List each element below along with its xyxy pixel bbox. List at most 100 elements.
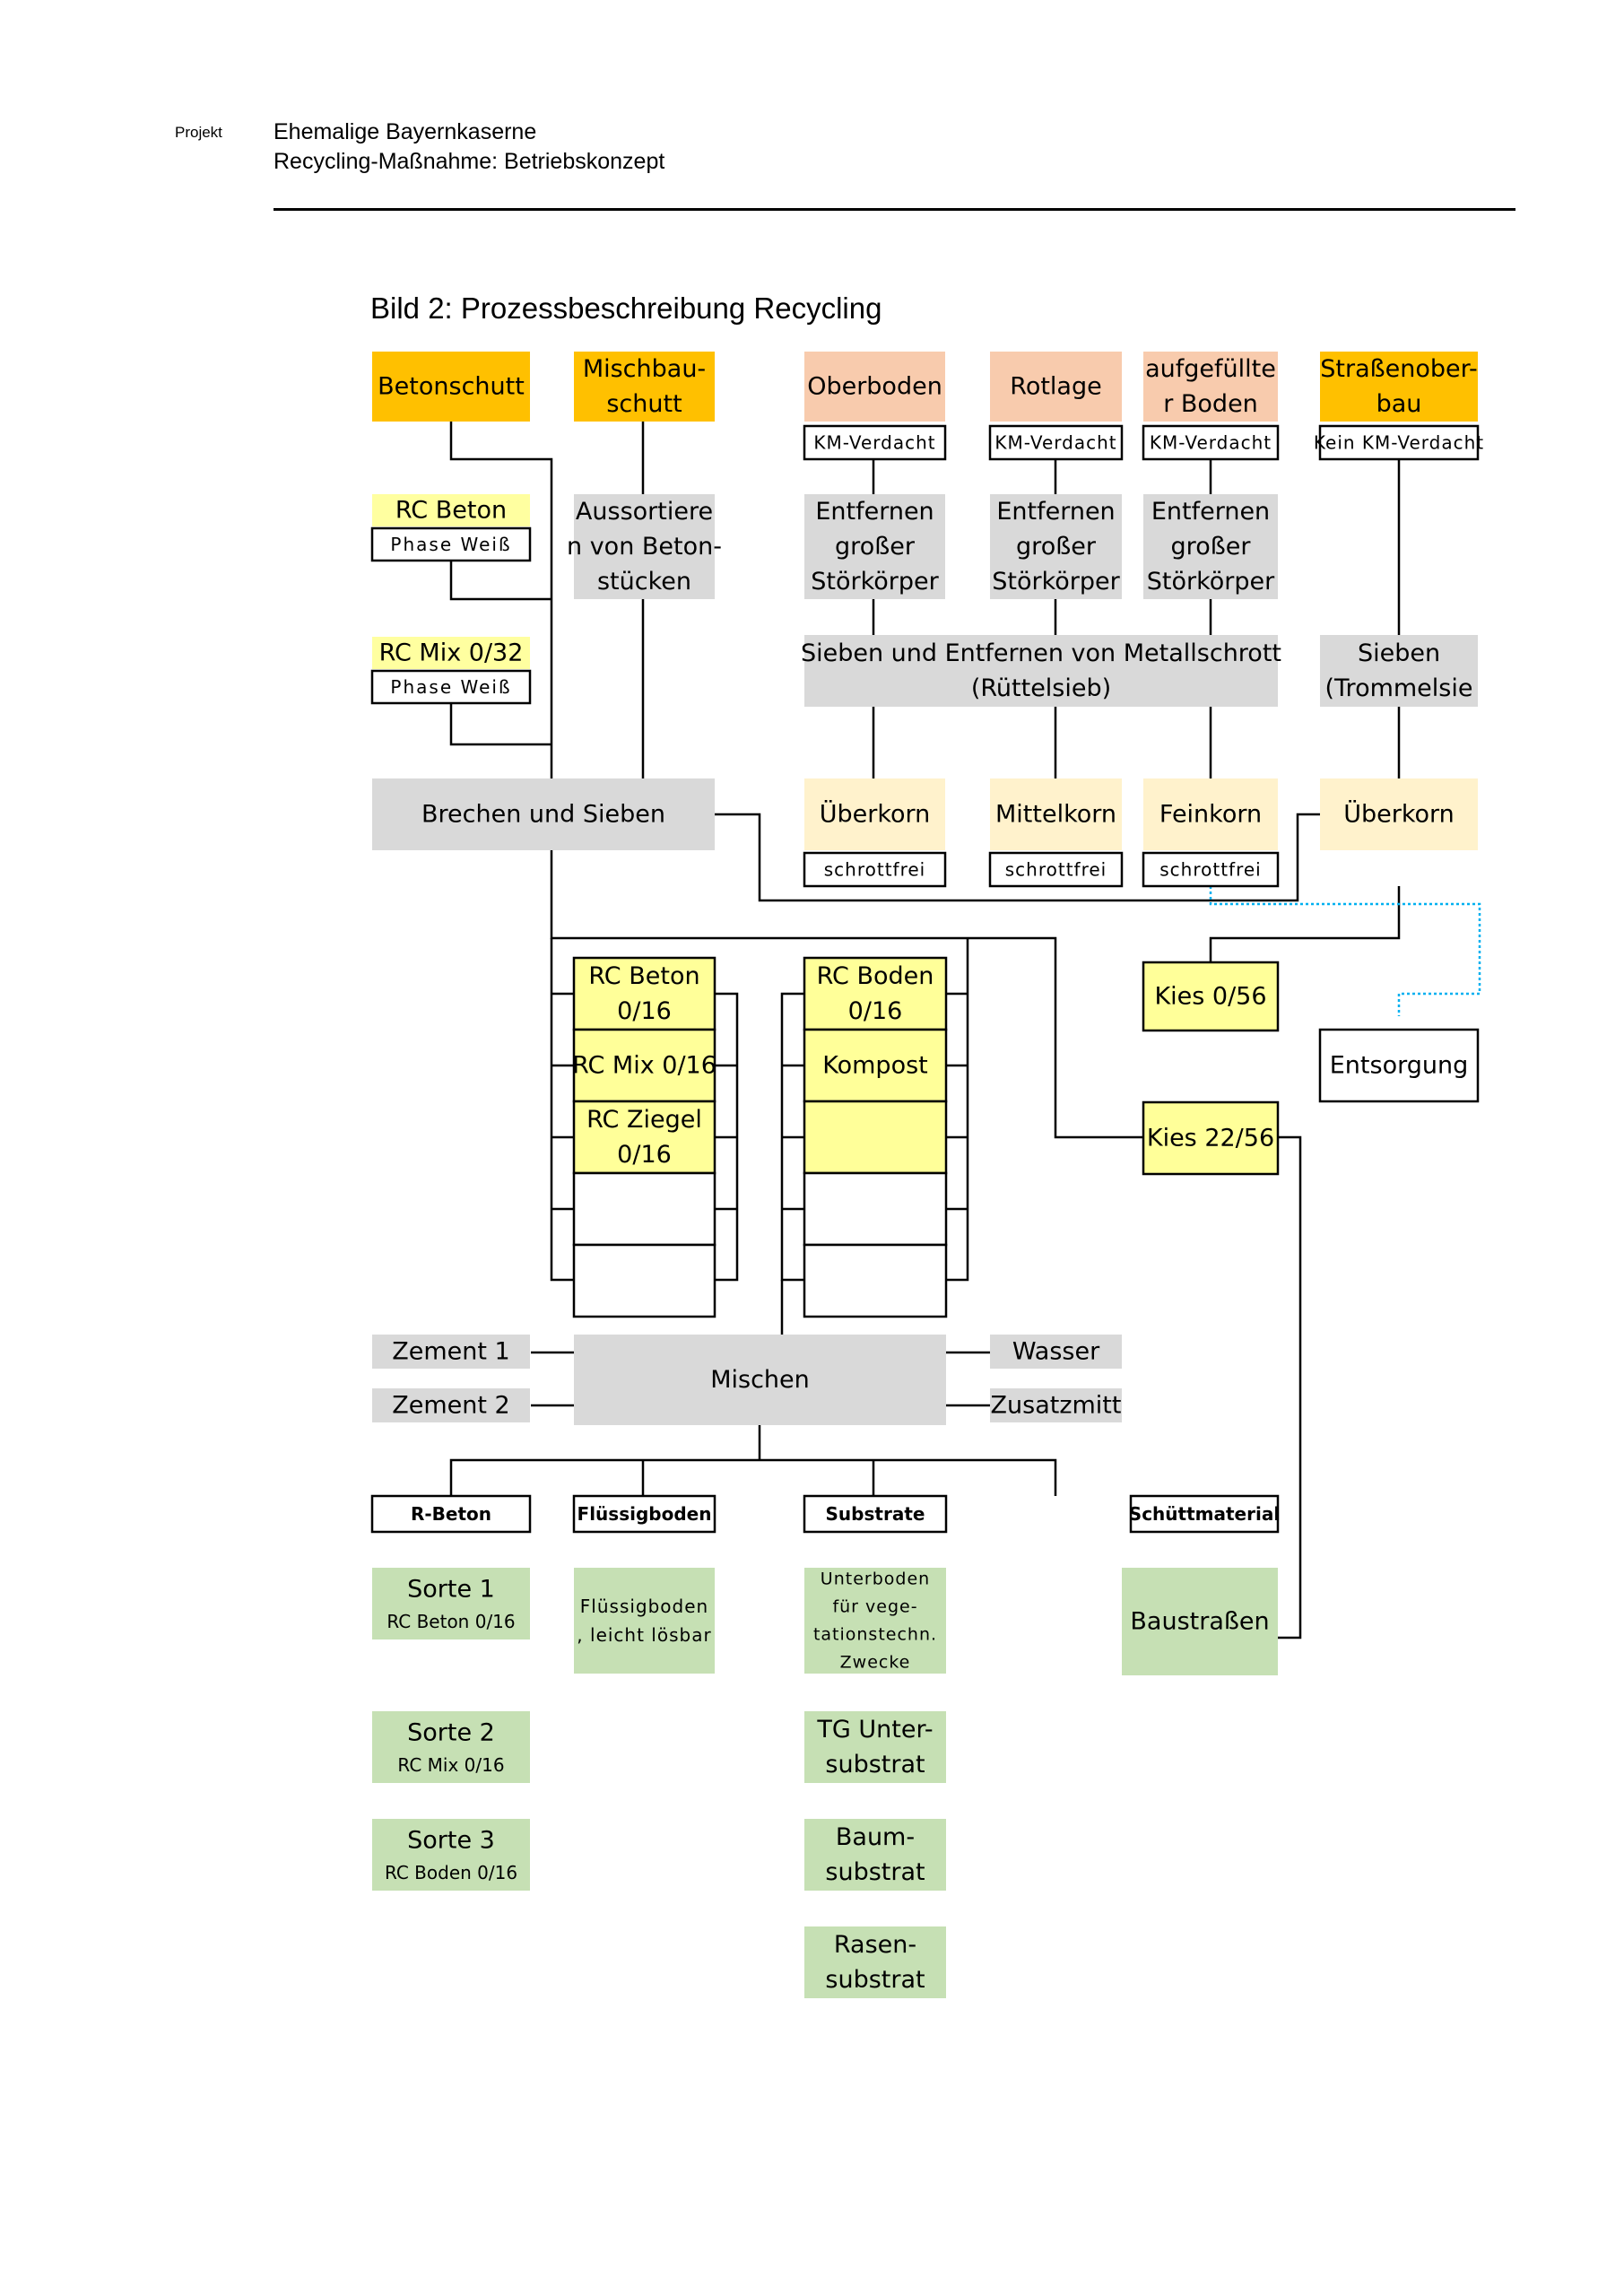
output-sorte-2: Sorte 2 RC Mix 0/16 <box>372 1711 530 1783</box>
connector-44 <box>449 1458 1057 1496</box>
source-mischbauschutt-label-1: Mischbau- <box>583 355 706 383</box>
input-zement-2-label: Zement 2 <box>392 1392 509 1420</box>
output-fluessigboden-label-2: , leicht lösbar <box>577 1624 711 1646</box>
figure-title: Bild 2: Prozessbeschreibung Recycling <box>370 291 882 325</box>
process-entfernen-1-label-1: Entfernen <box>815 498 934 526</box>
process-ruettelsieb-label-1: Sieben und Entfernen von Metallschrott <box>801 639 1281 667</box>
tag-schrottfrei-3: schrottfrei <box>1142 851 1280 888</box>
tag-schrottfrei-2-label: schrottfrei <box>1005 859 1107 881</box>
tag-schrottfrei-3-label: schrottfrei <box>1159 859 1261 881</box>
input-zement-2: Zement 2 <box>372 1388 530 1422</box>
output-unterboden-label-2: für vege- <box>832 1597 917 1617</box>
tag-km-verdacht-2-label: KM-Verdacht <box>994 432 1116 454</box>
process-entfernen-2-label-1: Entfernen <box>996 498 1115 526</box>
output-unterboden-label-3: tationstechn. <box>813 1625 937 1645</box>
source-aufgefuellter-boden-label-1: aufgefüllte <box>1145 355 1276 383</box>
input-zement-1-label: Zement 1 <box>392 1338 509 1366</box>
connector-lines <box>449 422 1481 1639</box>
connector-29 <box>946 938 969 1282</box>
connector-47 <box>1278 1135 1302 1639</box>
process-aussortieren-label-2: n von Beton- <box>567 533 722 561</box>
tag-km-verdacht-2: KM-Verdacht <box>988 424 1124 461</box>
process-mischen: Mischen <box>574 1335 946 1425</box>
process-entfernen-3-label-3: Störkörper <box>1147 568 1275 596</box>
project-subtitle: Recycling-Maßnahme: Betriebskonzept <box>274 149 665 174</box>
silo-rc-ziegel-016-label-2: 0/16 <box>617 1141 672 1169</box>
stock-kies-056: Kies 0/56 <box>1142 961 1280 1032</box>
silo-rc-boden-016-label-1: RC Boden <box>817 962 934 990</box>
source-strassenoberbau-label-1: Straßenober- <box>1320 355 1478 383</box>
tag-schrottfrei-1-label: schrottfrei <box>824 859 925 881</box>
silo-empty-1 <box>572 1171 716 1247</box>
output-baumsubstrat-label-2: substrat <box>825 1858 925 1886</box>
process-trommelsieb-label-1: Sieben <box>1358 639 1440 667</box>
silo-empty-5 <box>803 1243 948 1318</box>
silo-kompost-label: Kompost <box>822 1052 928 1080</box>
tag-km-verdacht-1: KM-Verdacht <box>803 424 947 461</box>
product-schuettmaterial-label: Schüttmaterial <box>1129 1503 1280 1525</box>
silo-empty-2 <box>572 1243 716 1318</box>
process-entfernen-1-label-3: Störkörper <box>811 568 939 596</box>
connector-1 <box>449 422 553 778</box>
tag-phase-weiss-1: Phase Weiß <box>370 526 532 562</box>
output-tg-untersubstrat: TG Unter-substrat <box>804 1711 946 1783</box>
fraction-ueberkorn-1: Überkorn <box>804 778 945 850</box>
silo-rc-boden-016: RC Boden 0/16 <box>803 956 948 1031</box>
tag-kein-km-verdacht-label: Kein KM-Verdacht <box>1314 432 1484 454</box>
tag-phase-weiss-1-label: Phase Weiß <box>390 534 511 555</box>
fraction-ueberkorn-2: Überkorn <box>1320 778 1478 850</box>
product-r-beton: R-Beton <box>370 1494 532 1534</box>
process-brechen-sieben: Brechen und Sieben <box>372 778 715 850</box>
connector-17 <box>715 813 1320 902</box>
product-fluessigboden-label: Flüssigboden <box>578 1503 712 1525</box>
connector-2 <box>449 561 551 601</box>
silo-kompost: Kompost <box>803 1028 948 1103</box>
silo-empty-3 <box>803 1100 948 1175</box>
output-sorte-3-label-1: Sorte 3 <box>407 1827 495 1855</box>
tag-schrottfrei-1: schrottfrei <box>803 851 947 888</box>
entsorgung-label: Entsorgung <box>1330 1052 1468 1080</box>
silo-empty-4 <box>803 1171 948 1247</box>
source-betonschutt: Betonschutt <box>372 352 530 422</box>
silo-rc-beton-016-label-1: RC Beton <box>588 962 699 990</box>
input-wasser-label: Wasser <box>1012 1338 1100 1366</box>
product-fluessigboden: Flüssigboden <box>572 1494 716 1534</box>
entsorgung: Entsorgung <box>1318 1028 1480 1103</box>
output-sorte-3-label-2: RC Boden 0/16 <box>385 1862 517 1883</box>
process-trommelsieb: Sieben(Trommelsie <box>1320 635 1478 707</box>
input-zement-1: Zement 1 <box>372 1335 530 1369</box>
header-rule <box>274 208 1515 211</box>
output-sorte-1-label-1: Sorte 1 <box>407 1576 495 1604</box>
output-tg-untersubstrat-label-1: TG Unter- <box>816 1716 933 1744</box>
output-sorte-2-label-1: Sorte 2 <box>407 1719 495 1747</box>
process-entfernen-3-label-2: großer <box>1171 533 1252 561</box>
tag-km-verdacht-3-label: KM-Verdacht <box>1150 432 1272 454</box>
output-fluessigboden: Flüssigboden, leicht lösbar <box>574 1568 715 1674</box>
fraction-ueberkorn-2-label: Überkorn <box>1343 800 1455 829</box>
tag-km-verdacht-1-label: KM-Verdacht <box>813 432 935 454</box>
stock-kies-2256-label: Kies 22/56 <box>1147 1125 1274 1152</box>
stock-kies-2256: Kies 22/56 <box>1142 1100 1280 1176</box>
process-ruettelsieb: Sieben und Entfernen von Metallschrott(R… <box>801 635 1281 707</box>
source-mischbauschutt-label-2: schutt <box>606 390 682 418</box>
process-entfernen-2-label-3: Störkörper <box>992 568 1120 596</box>
tag-phase-weiss-2-label: Phase Weiß <box>390 676 511 698</box>
tag-schrottfrei-2: schrottfrei <box>988 851 1124 888</box>
tag-kein-km-verdacht: Kein KM-Verdacht <box>1314 424 1484 461</box>
stock-rc-beton: RC Beton <box>372 494 530 526</box>
source-mischbauschutt: Mischbau-schutt <box>574 352 715 422</box>
fraction-ueberkorn-1-label: Überkorn <box>820 800 931 829</box>
tag-phase-weiss-2: Phase Weiß <box>370 669 532 705</box>
process-entfernen-3-label-1: Entfernen <box>1151 498 1270 526</box>
output-sorte-2-label-2: RC Mix 0/16 <box>397 1754 504 1776</box>
process-entfernen-2-label-2: großer <box>1016 533 1097 561</box>
silo-rc-ziegel-016-label-1: RC Ziegel <box>586 1106 702 1134</box>
silo-rc-boden-016-label-2: 0/16 <box>848 997 903 1025</box>
